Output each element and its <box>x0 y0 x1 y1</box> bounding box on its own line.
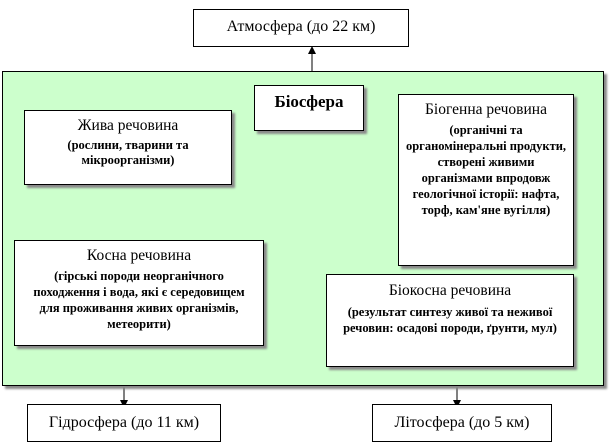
atmosphere-label: Атмосфера (до 22 км) <box>226 18 376 35</box>
lithosphere-box: Літосфера (до 5 км) <box>372 404 552 442</box>
inert-matter-desc: (гірські породи неорганічного походження… <box>33 269 245 331</box>
bioinert-matter-desc: (результат синтезу живої та неживої речо… <box>343 305 557 335</box>
biogenic-matter-desc: (органічні та органомінеральні продукти,… <box>405 123 567 217</box>
biogenic-matter-title: Біогенна речовина <box>425 101 547 118</box>
biogenic-matter-box: Біогенна речовина (органічні та органомі… <box>398 94 574 266</box>
inert-matter-title: Косна речовина <box>86 247 192 264</box>
inert-matter-box: Косна речовина (гірські породи неорганіч… <box>14 240 264 346</box>
atmosphere-box: Атмосфера (до 22 км) <box>193 9 409 47</box>
hydrosphere-box: Гідросфера (до 11 км) <box>27 404 221 442</box>
bioinert-matter-box: Біокосна речовина (результат синтезу жив… <box>326 274 574 367</box>
hydrosphere-label: Гідросфера (до 11 км) <box>48 414 200 431</box>
living-matter-box: Жива речовина (рослини, тварини та мікро… <box>24 110 232 185</box>
biosphere-box: Біосфера <box>254 85 364 131</box>
living-matter-desc: (рослини, тварини та мікроорганізми) <box>67 138 189 167</box>
living-matter-title: Жива речовина <box>77 117 179 134</box>
bioinert-matter-title: Біокосна речовина <box>388 282 512 299</box>
lithosphere-label: Літосфера (до 5 км) <box>394 414 530 431</box>
biosphere-label: Біосфера <box>274 92 344 111</box>
